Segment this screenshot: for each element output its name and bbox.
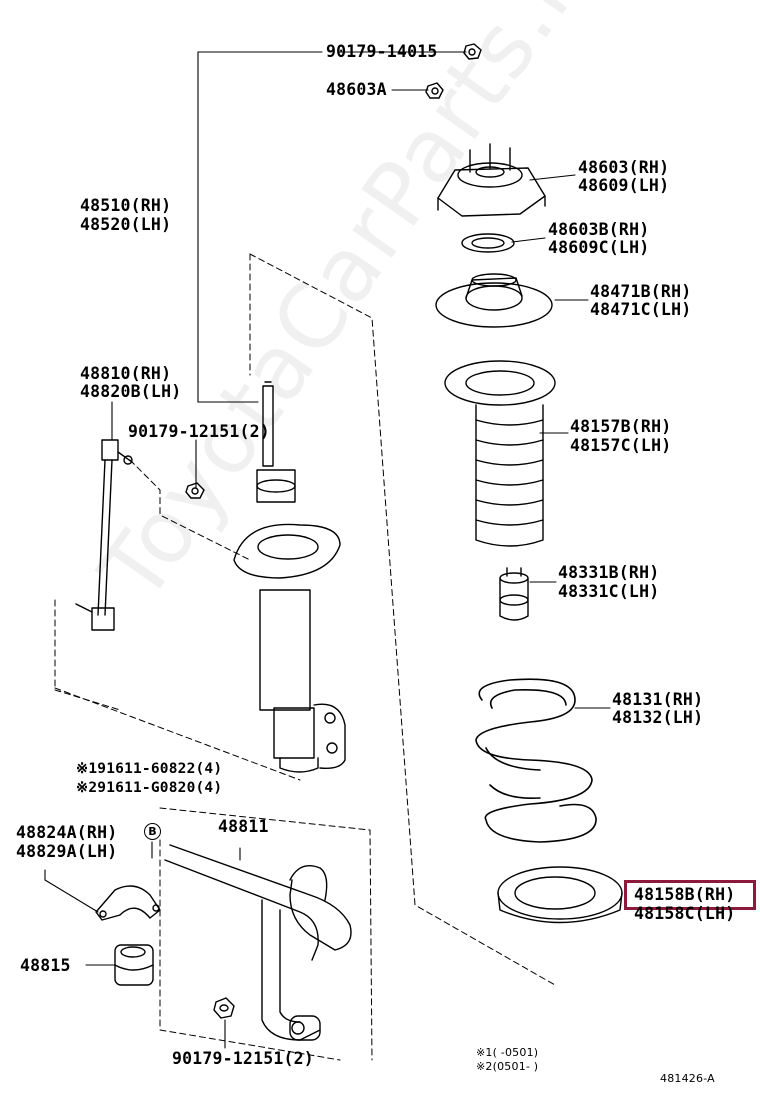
label-48331c[interactable]: 48331C(LH): [558, 582, 660, 601]
stabilizer-link: [75, 439, 133, 631]
upper-support: [437, 143, 546, 217]
nut-90179-12151-lower: [213, 997, 235, 1019]
label-48331b[interactable]: 48331B(RH): [558, 563, 660, 582]
label-90179-14015[interactable]: 90179-14015: [326, 42, 438, 61]
label-48131[interactable]: 48131(RH): [612, 690, 704, 709]
label-48603a[interactable]: 48603A: [326, 80, 387, 99]
label-48158b[interactable]: 48158B(RH): [634, 885, 736, 904]
label-48520[interactable]: 48520(LH): [80, 215, 172, 234]
label-48471c[interactable]: 48471C(LH): [590, 300, 692, 319]
note-2-label: ※291611-G0820(4): [76, 780, 223, 796]
label-48157b[interactable]: 48157B(RH): [570, 417, 672, 436]
label-48820b[interactable]: 48820B(LH): [80, 382, 182, 401]
label-90179-12151-upper[interactable]: 90179-12151(2): [128, 422, 270, 441]
diagram-id: 481426-A: [660, 1072, 715, 1085]
label-48510[interactable]: 48510(RH): [80, 196, 172, 215]
label-48824a[interactable]: 48824A(RH): [16, 823, 118, 842]
bearing-ring: [461, 233, 515, 253]
label-48603b[interactable]: 48603B(RH): [548, 220, 650, 239]
label-90179-12151-lower[interactable]: 90179-12151(2): [172, 1049, 314, 1068]
label-48829a[interactable]: 48829A(LH): [16, 842, 118, 861]
label-48157c[interactable]: 48157C(LH): [570, 436, 672, 455]
bushing: [114, 944, 154, 986]
circled-b-mark: B: [144, 823, 161, 840]
bump-stopper: [499, 567, 529, 621]
footnote-1: ※1( -0501): [476, 1046, 539, 1059]
label-48815[interactable]: 48815: [20, 956, 71, 975]
leader-lines: [44, 51, 611, 1049]
label-48603[interactable]: 48603(RH): [578, 158, 670, 177]
label-48132[interactable]: 48132(LH): [612, 708, 704, 727]
label-48609[interactable]: 48609(LH): [578, 176, 670, 195]
nut-90179-14015: [463, 43, 482, 60]
dust-boot: [444, 360, 556, 547]
stabilizer-bar: [164, 844, 352, 1041]
label-48811[interactable]: 48811: [218, 817, 269, 836]
coil-spring: [475, 678, 597, 843]
label-48158c[interactable]: 48158C(LH): [634, 904, 736, 923]
label-48471b[interactable]: 48471B(RH): [590, 282, 692, 301]
label-48810[interactable]: 48810(RH): [80, 364, 172, 383]
nut-90179-12151-upper: [185, 482, 205, 499]
highlight-box: [624, 880, 756, 910]
lower-spring-seat: [497, 866, 623, 924]
note-1-label: ※191611-60822(4): [76, 761, 223, 777]
bushing-bracket: [95, 885, 161, 921]
shock-absorber: [233, 381, 346, 773]
footnote-2: ※2(0501- ): [476, 1060, 539, 1073]
dashed-outlines: [54, 253, 556, 1061]
upper-spring-seat: [435, 273, 553, 328]
label-48609c[interactable]: 48609C(LH): [548, 238, 650, 257]
nut-48603a: [425, 82, 444, 99]
